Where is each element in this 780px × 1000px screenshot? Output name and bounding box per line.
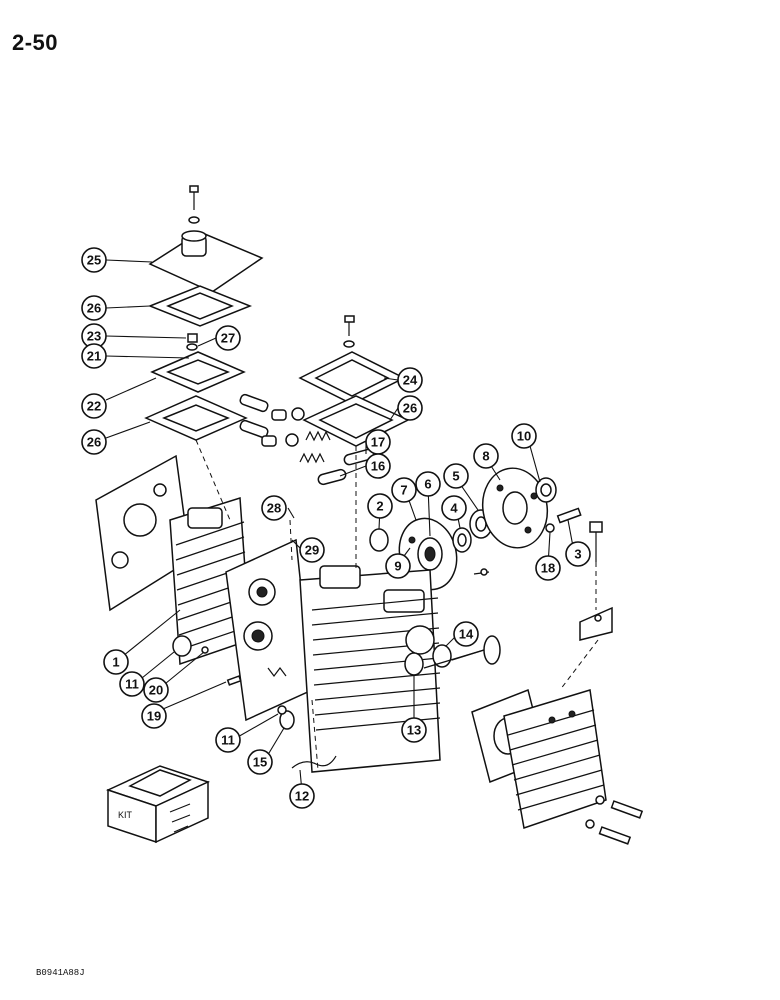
callout-29: 29 bbox=[299, 537, 325, 563]
svg-text:18: 18 bbox=[541, 561, 555, 576]
kit-label: KIT bbox=[118, 810, 133, 820]
svg-text:15: 15 bbox=[253, 755, 267, 770]
gasket-26-lower bbox=[144, 395, 248, 441]
rear-cover-plate bbox=[95, 454, 191, 612]
callout-3: 3 bbox=[565, 541, 591, 567]
callout-28: 28 bbox=[261, 495, 287, 521]
callout-27: 27 bbox=[215, 325, 241, 351]
svg-text:12: 12 bbox=[295, 789, 309, 804]
svg-text:28: 28 bbox=[267, 501, 281, 516]
callout-25: 25 bbox=[81, 247, 107, 273]
callout-24: 24 bbox=[397, 367, 423, 393]
valve-springs bbox=[299, 430, 331, 464]
svg-text:7: 7 bbox=[400, 483, 407, 498]
callout-11: 11 bbox=[119, 671, 145, 697]
callout-8: 8 bbox=[473, 443, 499, 469]
plate-22 bbox=[150, 351, 246, 393]
top-bolt bbox=[188, 185, 200, 224]
callout-2: 2 bbox=[367, 493, 393, 519]
figure-reference-code: B0941A88J bbox=[36, 968, 85, 978]
breather-cover-25 bbox=[148, 230, 264, 293]
svg-text:1: 1 bbox=[112, 655, 119, 670]
callout-10: 10 bbox=[511, 423, 537, 449]
svg-text:19: 19 bbox=[147, 709, 161, 724]
svg-text:26: 26 bbox=[87, 435, 101, 450]
svg-text:8: 8 bbox=[482, 449, 489, 464]
svg-text:24: 24 bbox=[403, 373, 418, 388]
cover-plate-24 bbox=[298, 351, 406, 405]
svg-text:16: 16 bbox=[371, 459, 385, 474]
callout-16: 16 bbox=[365, 453, 391, 479]
callout-18: 18 bbox=[535, 555, 561, 581]
svg-text:2: 2 bbox=[376, 499, 383, 514]
callout-19: 19 bbox=[141, 703, 167, 729]
callout-20: 20 bbox=[143, 677, 169, 703]
callout-6: 6 bbox=[415, 471, 441, 497]
callout-7: 7 bbox=[391, 477, 417, 503]
wire-12 bbox=[291, 755, 337, 769]
svg-text:4: 4 bbox=[450, 501, 458, 516]
svg-text:6: 6 bbox=[424, 477, 431, 492]
callout-21: 21 bbox=[81, 343, 107, 369]
callout-26: 26 bbox=[81, 295, 107, 321]
svg-text:3: 3 bbox=[574, 547, 581, 562]
bushing-11 bbox=[172, 635, 192, 657]
cover-bolt-24 bbox=[343, 315, 355, 348]
kit-box: KIT bbox=[105, 765, 211, 844]
callout-5: 5 bbox=[443, 463, 469, 489]
svg-text:26: 26 bbox=[403, 401, 417, 416]
pin-20 bbox=[201, 646, 209, 654]
callout-14: 14 bbox=[453, 621, 479, 647]
svg-text:17: 17 bbox=[371, 435, 385, 450]
mount-bracket bbox=[579, 606, 613, 641]
svg-text:23: 23 bbox=[87, 329, 101, 344]
svg-text:22: 22 bbox=[87, 399, 101, 414]
cylinder-head bbox=[503, 689, 607, 829]
callout-26: 26 bbox=[81, 429, 107, 455]
callout-22: 22 bbox=[81, 393, 107, 419]
head-bolts bbox=[585, 795, 644, 845]
callout-17: 17 bbox=[365, 429, 391, 455]
pin-19 bbox=[226, 675, 242, 686]
callout-1: 1 bbox=[103, 649, 129, 675]
gasket-26-top bbox=[147, 285, 253, 327]
svg-text:21: 21 bbox=[87, 349, 101, 364]
svg-text:26: 26 bbox=[87, 301, 101, 316]
svg-text:27: 27 bbox=[221, 331, 235, 346]
seal-4 bbox=[452, 527, 472, 553]
plug-2 bbox=[369, 528, 389, 552]
svg-text:10: 10 bbox=[517, 429, 531, 444]
callout-4: 4 bbox=[441, 495, 467, 521]
svg-text:29: 29 bbox=[305, 543, 319, 558]
valves-13-14 bbox=[404, 635, 501, 676]
bolt-3-washer-18 bbox=[473, 507, 603, 576]
svg-text:20: 20 bbox=[149, 683, 163, 698]
callout-11: 11 bbox=[215, 727, 241, 753]
callout-12: 12 bbox=[289, 783, 315, 809]
callout-9: 9 bbox=[385, 553, 411, 579]
page-number: 2-50 bbox=[12, 30, 59, 55]
svg-text:13: 13 bbox=[407, 723, 421, 738]
svg-text:11: 11 bbox=[221, 733, 235, 748]
callout-26: 26 bbox=[397, 395, 423, 421]
valve-tappets bbox=[239, 393, 305, 447]
svg-text:5: 5 bbox=[452, 469, 459, 484]
svg-text:11: 11 bbox=[125, 677, 139, 692]
callout-13: 13 bbox=[401, 717, 427, 743]
svg-text:9: 9 bbox=[394, 559, 401, 574]
callout-15: 15 bbox=[247, 749, 273, 775]
flywheel-housing-8 bbox=[481, 467, 549, 549]
gasket-26-right bbox=[302, 395, 410, 447]
crankcase-center bbox=[225, 538, 313, 722]
seal-10 bbox=[535, 477, 557, 503]
svg-text:14: 14 bbox=[459, 627, 474, 642]
plug-15 bbox=[277, 705, 295, 730]
alignment-lines bbox=[195, 439, 599, 771]
svg-text:25: 25 bbox=[87, 253, 101, 268]
